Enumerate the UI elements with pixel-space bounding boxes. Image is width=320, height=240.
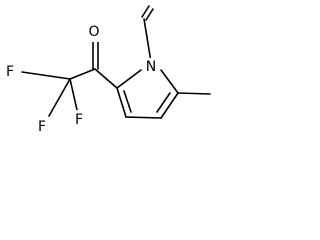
atom-f1-background: [3, 64, 17, 82]
bond-methyl: [177, 92, 211, 95]
bond-c2-c3: [116, 87, 127, 118]
atom-f2-label: F: [75, 112, 83, 128]
atom-f3-background: [35, 118, 49, 136]
bond-c4-c5-inner: [156, 92, 171, 113]
atom-f2-background: [72, 110, 86, 128]
bond-vinyl-double-a: [141, 5, 150, 18]
bond-carbonyl-cf3: [69, 68, 96, 80]
atom-labels: O N F F F: [3, 24, 160, 136]
atom-o-label: O: [88, 24, 99, 40]
bond-n-c2: [116, 69, 142, 89]
bond-c3-c4: [125, 116, 162, 119]
atom-o-background: [86, 24, 102, 42]
atom-f1-label: F: [6, 64, 14, 80]
bond-cf-1: [21, 71, 71, 80]
chemical-structure: O N F F F: [3, 5, 211, 136]
bond-c4-c5: [160, 92, 179, 119]
bonds: [21, 5, 211, 119]
bond-c2-c3-inner: [123, 90, 132, 113]
bond-vinyl-double-b: [145, 8, 154, 21]
bond-vinyl-to-n: [143, 18, 152, 63]
bond-cf-3: [48, 78, 71, 117]
bond-cf-2: [69, 78, 78, 111]
bond-c2-carbonyl: [94, 68, 118, 89]
atom-n-label: N: [146, 59, 156, 75]
atom-f3-label: F: [38, 119, 46, 135]
bond-n-c5: [160, 69, 179, 94]
atom-n-background: [142, 58, 160, 76]
